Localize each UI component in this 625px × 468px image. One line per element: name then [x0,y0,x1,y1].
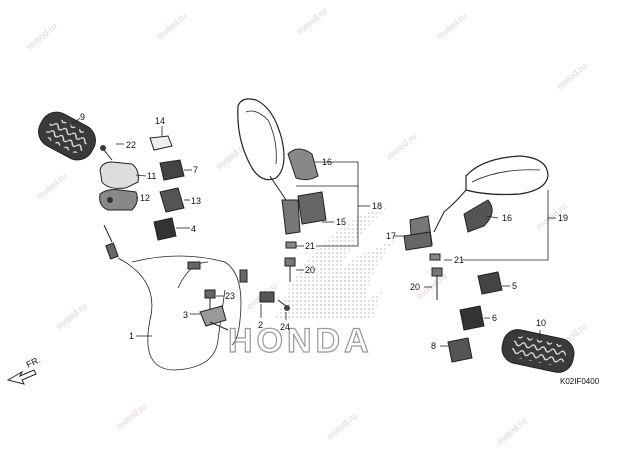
watermark: motod.ru [555,61,589,91]
callout-6: 6 [492,313,497,323]
parts-2-24 [259,291,290,311]
leader-lines [69,117,541,347]
callout-22: 22 [126,140,136,150]
callout-21-right: 21 [454,255,464,265]
throttle-housing [99,161,139,211]
callout-11: 11 [147,171,156,181]
callout-7: 7 [193,165,198,175]
callout-21-left: 21 [305,241,315,251]
callout-20-right: 20 [410,282,420,292]
switch-parts-right [447,271,503,363]
callout-3: 3 [183,310,188,320]
callout-8: 8 [431,341,436,351]
left-grip [38,111,96,161]
bracket-18 [296,161,370,247]
callout-14: 14 [155,116,165,126]
callout-15: 15 [336,217,346,227]
callout-16-left: 16 [322,157,332,167]
callouts: 9 22 14 11 7 12 13 4 1 3 23 2 24 16 18 1… [80,112,568,351]
watermark: motod.ru [155,11,189,41]
callout-19: 19 [558,213,568,223]
switch-parts-left [149,135,185,241]
callout-24: 24 [280,322,290,332]
bracket-19 [462,190,556,261]
honda-wing-logo: HONDA [227,205,395,361]
callout-20-left: 20 [305,265,315,275]
callout-18: 18 [372,201,382,211]
right-grip [501,329,575,373]
callout-12: 12 [140,193,150,203]
callout-1: 1 [129,331,134,341]
watermark: motod.ru [385,131,419,161]
watermark: motod.ru [115,401,149,431]
callout-23: 23 [225,291,235,301]
callout-2: 2 [258,320,263,330]
callout-16-right: 16 [502,213,512,223]
watermark: motod.ru [55,301,89,331]
callout-4: 4 [191,224,196,234]
left-mirror [237,98,327,282]
watermark: motod.ru [35,171,69,201]
watermark: motod.ru [495,416,529,446]
watermark: motod.ru [25,21,59,51]
callout-13: 13 [191,196,201,206]
watermark: motod.ru [295,6,329,36]
honda-logo-text: HONDA [228,322,373,360]
callout-10: 10 [536,318,546,328]
watermark-layer: motod.ru motod.ru motod.ru motod.ru moto… [25,6,589,446]
callout-9: 9 [80,112,85,122]
right-mirror [403,155,549,300]
front-direction-arrow: FR. [6,355,42,385]
screw-22 [100,145,113,161]
watermark: motod.ru [325,411,359,441]
holder-3 [199,305,229,331]
callout-5: 5 [512,281,517,291]
callout-17: 17 [386,231,396,241]
diagram-code: K02IF0400 [560,377,600,386]
watermark: motod.ru [435,11,469,41]
front-arrow-label: FR. [25,355,42,370]
